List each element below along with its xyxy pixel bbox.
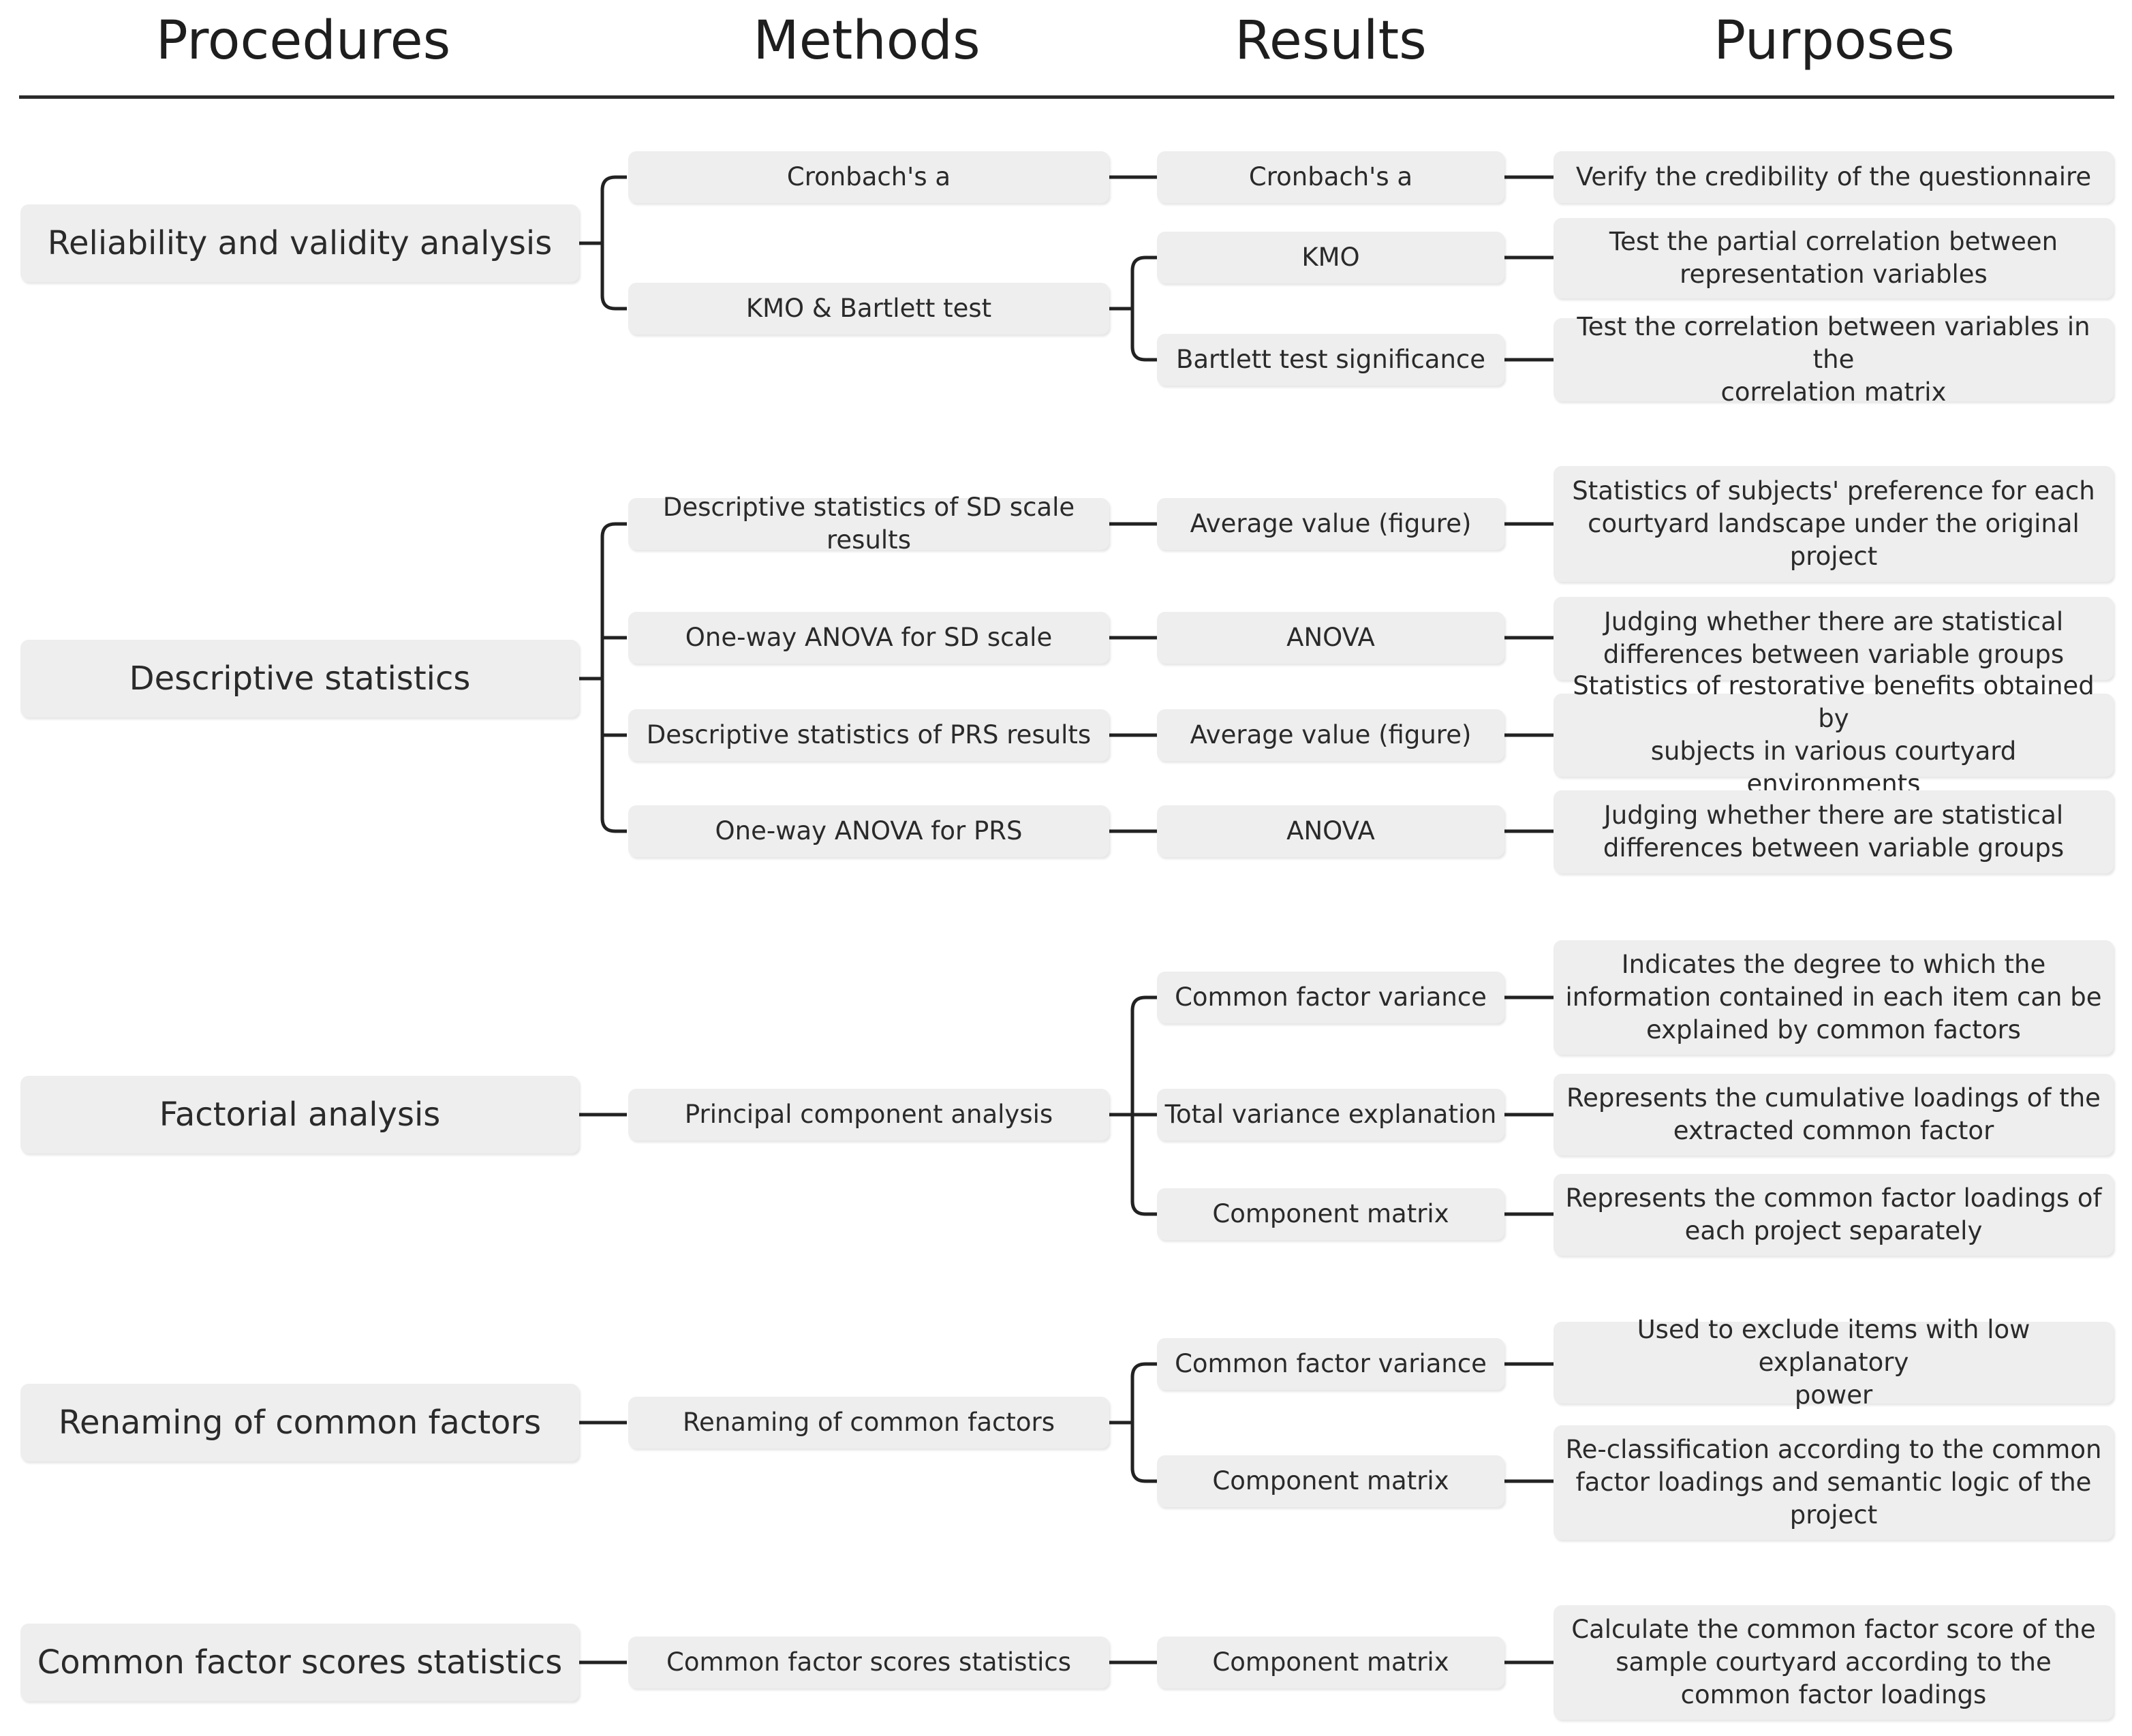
result-box: Component matrix [1157,1188,1504,1240]
purpose-text: Verify the credibility of the questionna… [1575,161,2092,191]
purpose-box: Judging whether there are statistical di… [1554,790,2114,873]
procedure-box: Descriptive statistics [20,640,579,717]
purpose-box: Used to exclude items with low explanato… [1554,1315,2114,1410]
method-label: Descriptive statistics of PRS results [646,719,1092,749]
procedure-box: Common factor scores statistics [20,1624,579,1701]
result-box: Common factor variance [1157,972,1504,1023]
purpose-box: Test the correlation between variables i… [1554,312,2114,407]
result-box: Average value (figure) [1157,709,1504,761]
result-box: Average value (figure) [1157,498,1504,550]
method-box: KMO & Bartlett test [628,283,1109,335]
result-label: Cronbach's a [1248,161,1413,191]
method-box: Renaming of common factors [628,1397,1109,1448]
purpose-text: Judging whether there are statistical di… [1603,800,2065,863]
header-results: Results [1235,10,1427,72]
purpose-text: Statistics of subjects' preference for e… [1572,476,2095,572]
method-label: Cronbach's a [786,161,951,191]
result-box: ANOVA [1157,805,1504,857]
header-procedures: Procedures [155,10,451,72]
procedure-label: Common factor scores statistics [37,1643,563,1681]
result-box: Bartlett test significance [1157,334,1504,386]
result-box: Total variance explanation [1157,1089,1504,1141]
purpose-text: Used to exclude items with low explanato… [1637,1314,2030,1410]
purpose-text: Re-classification according to the commo… [1565,1434,2102,1530]
purpose-text: Statistics of restorative benefits obtai… [1573,670,2095,799]
method-label: KMO & Bartlett test [745,293,992,323]
purpose-text: Test the correlation between variables i… [1577,311,2090,407]
result-label: Bartlett test significance [1175,344,1486,374]
result-box: ANOVA [1157,612,1504,664]
result-label: Component matrix [1212,1466,1449,1495]
purpose-box: Indicates the degree to which the inform… [1554,940,2114,1055]
method-box: Common factor scores statistics [628,1637,1109,1688]
method-label: One-way ANOVA for SD scale [685,622,1053,652]
result-box: Cronbach's a [1157,151,1504,203]
result-label: Component matrix [1212,1647,1449,1677]
purpose-box: Verify the credibility of the questionna… [1554,151,2114,203]
result-label: Component matrix [1212,1198,1449,1228]
purpose-box: Statistics of restorative benefits obtai… [1554,671,2114,799]
purpose-box: Calculate the common factor score of the… [1554,1605,2114,1720]
result-label: ANOVA [1286,816,1375,846]
procedure-label: Factorial analysis [159,1095,441,1134]
header-methods: Methods [753,10,980,72]
result-label: Average value (figure) [1190,508,1472,538]
procedure-box: Factorial analysis [20,1076,579,1153]
purpose-box: Represents the common factor loadings of… [1554,1174,2114,1256]
method-box: One-way ANOVA for PRS [628,805,1109,857]
purpose-text: Represents the cumulative loadings of th… [1566,1083,2101,1145]
result-label: Total variance explanation [1164,1099,1497,1129]
method-label: Renaming of common factors [683,1407,1055,1437]
purpose-box: Test the partial correlation between rep… [1554,218,2114,298]
result-label: Average value (figure) [1190,719,1472,749]
method-label: One-way ANOVA for PRS [715,816,1023,846]
method-box: Descriptive statistics of PRS results [628,709,1109,761]
header-divider [19,95,2114,99]
result-box: Component matrix [1157,1637,1504,1688]
result-label: KMO [1301,242,1360,272]
result-label: Common factor variance [1175,1348,1487,1378]
purpose-text: Calculate the common factor score of the… [1571,1614,2096,1710]
method-box: One-way ANOVA for SD scale [628,612,1109,664]
header-purposes: Purposes [1714,10,1955,72]
method-box: Descriptive statistics of SD scale resul… [628,493,1109,555]
method-label: Descriptive statistics of SD scale resul… [662,492,1075,555]
purpose-box: Statistics of subjects' preference for e… [1554,466,2114,582]
result-label: Common factor variance [1175,982,1487,1012]
purpose-text: Represents the common factor loadings of… [1565,1183,2102,1245]
result-label: ANOVA [1286,622,1375,652]
method-box: Principal component analysis [628,1089,1109,1141]
purpose-text: Judging whether there are statistical di… [1603,606,2065,669]
result-box: KMO [1157,232,1504,283]
result-box: Component matrix [1157,1455,1504,1507]
purpose-box: Judging whether there are statistical di… [1554,597,2114,680]
procedure-label: Renaming of common factors [58,1403,542,1442]
procedure-box: Reliability and validity analysis [20,204,579,282]
purpose-box: Represents the cumulative loadings of th… [1554,1074,2114,1156]
method-box: Cronbach's a [628,151,1109,203]
procedure-label: Reliability and validity analysis [47,223,553,262]
procedure-box: Renaming of common factors [20,1384,579,1461]
method-label: Common factor scores statistics [666,1647,1071,1677]
result-box: Common factor variance [1157,1338,1504,1390]
procedure-label: Descriptive statistics [129,659,471,698]
purpose-text: Indicates the degree to which the inform… [1565,949,2102,1045]
purpose-text: Test the partial correlation between rep… [1609,226,2058,289]
purpose-box: Re-classification according to the commo… [1554,1425,2114,1540]
method-label: Principal component analysis [684,1099,1053,1129]
